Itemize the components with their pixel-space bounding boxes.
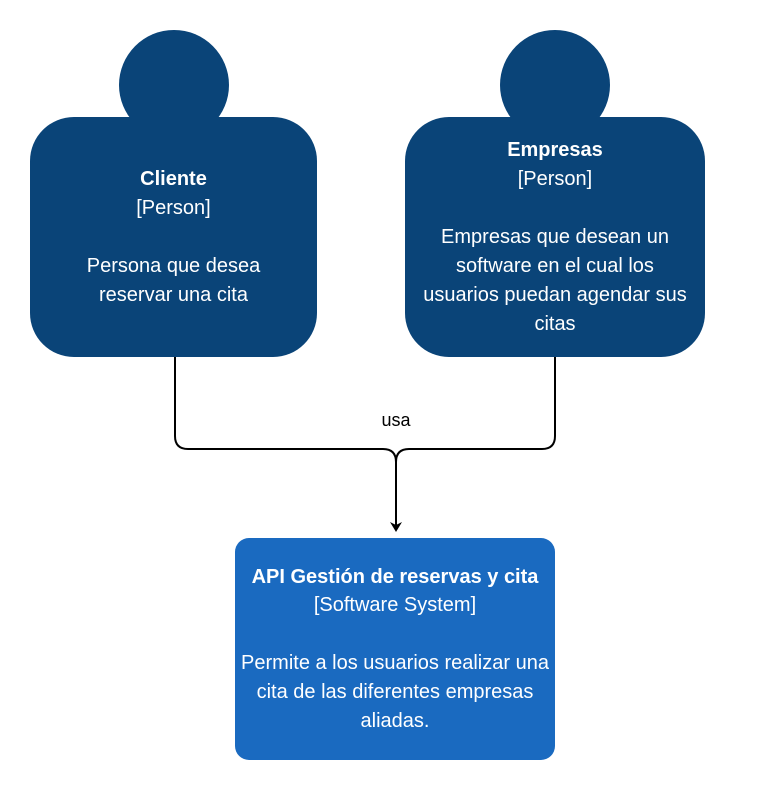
empresas-description: Empresas que desean un software en el cu… [423, 225, 687, 335]
cliente-person-node[interactable]: Cliente [Person] Persona que desea reser… [30, 117, 317, 357]
empresas-person-node[interactable]: Empresas [Person] Empresas que desean un… [405, 117, 705, 357]
empresas-title: Empresas [507, 138, 603, 161]
cliente-description: Persona que desea reservar una cita [86, 254, 261, 306]
cliente-type: [Person] [136, 196, 211, 219]
system-type: [Software System] [313, 593, 477, 616]
edge-cliente-to-system[interactable] [174, 357, 402, 532]
relationship-label: usa [366, 407, 426, 433]
empresas-type: [Person] [517, 167, 593, 190]
software-system-node[interactable]: API Gestión de reservas y cita [Software… [235, 538, 555, 760]
system-description: Permite a los usuarios realizar una cita… [241, 651, 549, 732]
cliente-title: Cliente [140, 167, 207, 190]
system-title: API Gestión de reservas y cita [251, 565, 539, 588]
edge-empresas-to-system[interactable] [395, 357, 556, 463]
